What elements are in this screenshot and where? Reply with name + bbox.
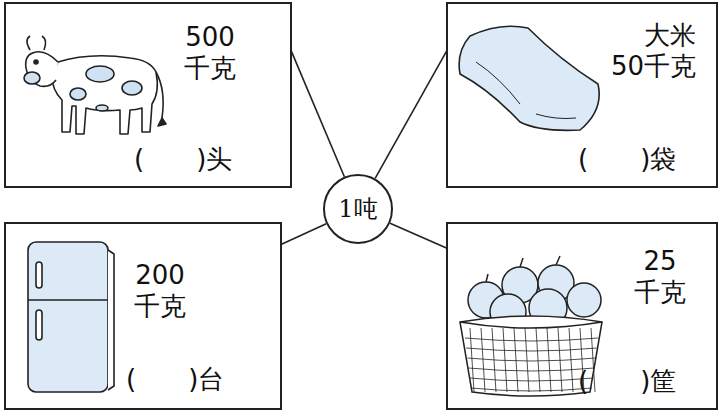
basket-weave [471, 388, 592, 391]
apple-box: 25 千克 ( )筐 [446, 222, 718, 410]
basket-weave [466, 348, 597, 351]
cow-illustration [24, 36, 166, 134]
weight-label: 25 千克 [634, 246, 686, 308]
cow-box: 500 千克 ( )头 [4, 2, 292, 188]
basket-weave [465, 338, 598, 341]
answer-blank: ( )台 [126, 364, 224, 395]
basket-weave [525, 328, 529, 392]
weight-label: 500 千克 [184, 22, 236, 84]
basket-weave [547, 328, 551, 392]
center-label: 1吨 [338, 193, 377, 225]
basket-weave [469, 368, 595, 371]
connector-stroke [291, 50, 344, 176]
answer-blank: ( )头 [134, 144, 232, 175]
basket-weave [536, 328, 540, 392]
connector-line [375, 50, 447, 178]
fridge-box: 200 千克 ( )台 [4, 222, 282, 410]
basket-weave [503, 328, 507, 392]
connector-stroke [390, 223, 447, 248]
basket-weave [514, 328, 518, 392]
connector-line [291, 50, 344, 176]
weight-label: 200 千克 [134, 260, 186, 322]
weight-label: 大米 50千克 [611, 20, 696, 82]
center-circle: 1吨 [323, 174, 393, 244]
answer-blank: ( )筐 [578, 366, 676, 397]
answer-blank: ( )袋 [578, 144, 676, 175]
basket-weave [470, 378, 593, 381]
basket-weave [467, 358, 595, 361]
rice-box: 大米 50千克 ( )袋 [446, 2, 718, 188]
basket-weave [470, 328, 474, 392]
fridge-illustration [28, 242, 114, 392]
rice-bag-illustration [459, 26, 599, 130]
connector-stroke [375, 50, 447, 178]
basket-weave [481, 328, 485, 392]
connector-line [390, 223, 447, 248]
connector-stroke [281, 224, 326, 245]
connector-line [281, 224, 326, 245]
